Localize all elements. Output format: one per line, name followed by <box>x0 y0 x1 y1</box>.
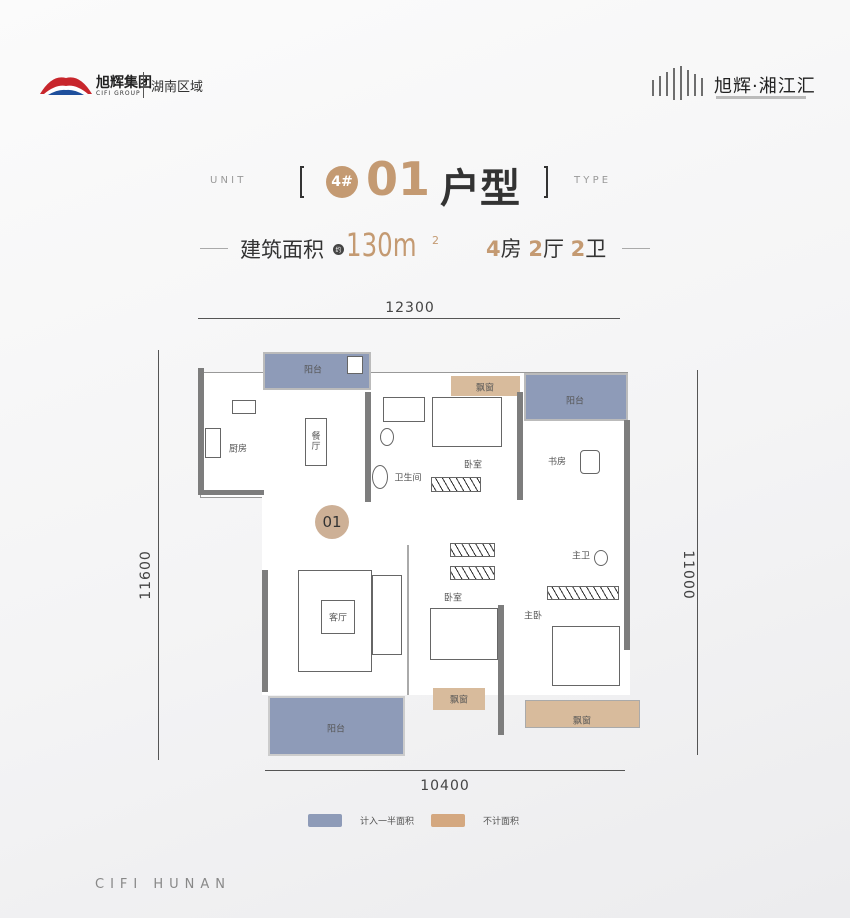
master-basin <box>594 550 608 566</box>
balcony-right-label: 阳台 <box>565 396 585 407</box>
brand-name: 旭辉集团 <box>96 75 152 91</box>
balcony-right <box>524 373 628 421</box>
study-wall <box>517 392 523 500</box>
study-label: 书房 <box>547 457 567 468</box>
dim-bottom: 10400 <box>420 778 470 794</box>
sink <box>232 400 256 414</box>
bath-word: 卫 <box>585 237 607 261</box>
master-bedroom-label: 主卧 <box>523 611 543 622</box>
bath-wall <box>365 392 371 502</box>
approx-text: 约 <box>335 247 342 254</box>
left-rule <box>200 248 228 249</box>
plan-base-right <box>540 480 630 560</box>
dining-label: 餐厅 <box>311 432 321 452</box>
basin <box>372 465 388 489</box>
balcony-top-label: 阳台 <box>303 365 323 376</box>
brand-sub: CIFI GROUP <box>96 90 141 97</box>
building-badge: 4# <box>326 166 358 198</box>
project-tagline <box>716 96 806 99</box>
bay-small-label: 飘窗 <box>449 695 469 706</box>
dim-line-left <box>158 350 159 760</box>
hall-word: 厅 <box>542 237 564 261</box>
dim-line-right <box>697 370 698 755</box>
project-bars-icon <box>652 66 703 100</box>
dim-line-top <box>198 318 620 319</box>
legend-swatch-half <box>308 814 342 827</box>
room-layout: 4房 2厅 2卫 <box>486 233 606 263</box>
bay-top-label: 飘窗 <box>475 383 495 394</box>
bedroom-count: 4 <box>486 237 501 261</box>
approx-badge: 约 <box>333 244 344 255</box>
bed-2 <box>430 608 498 660</box>
kitchen-label: 厨房 <box>228 444 248 455</box>
unit-marker: 01 <box>315 505 349 539</box>
coffee-table <box>321 600 355 634</box>
dim-line-bottom <box>265 770 625 771</box>
wardrobe-1 <box>431 477 481 492</box>
bay-large-label: 飘窗 <box>572 716 592 727</box>
sofa <box>372 575 402 655</box>
bay-window-top <box>451 376 520 396</box>
legend-label-excluded: 不计面积 <box>483 817 520 827</box>
unit-word: U N I T <box>210 175 244 186</box>
bedroom2-label: 卧室 <box>443 593 463 604</box>
left-bracket <box>300 166 304 198</box>
cifi-mountain-icon <box>40 77 92 95</box>
bathroom-label: 卫生间 <box>394 473 422 484</box>
unit-suffix: 户型 <box>440 166 520 212</box>
wardrobe-2a <box>450 543 495 557</box>
dining-table <box>305 418 327 466</box>
master-partition <box>498 605 504 735</box>
cifi-logo: 旭辉集团 CIFI GROUP <box>38 72 152 100</box>
building-number: 4# <box>331 174 353 190</box>
area-label: 建筑面积 <box>240 238 324 262</box>
bedroom2-partition <box>407 545 409 695</box>
living-label: 客厅 <box>328 613 348 624</box>
area-value: 130m <box>346 226 417 264</box>
stove <box>205 428 221 458</box>
bedroom1-label: 卧室 <box>463 460 483 471</box>
right-rule <box>622 248 650 249</box>
bay-window-large <box>525 700 640 728</box>
hall-count: 2 <box>528 237 543 261</box>
bath-count: 2 <box>570 237 586 261</box>
bay-window-small <box>433 688 485 710</box>
area-unit-sup: 2 <box>432 234 439 247</box>
legend-swatch-excluded <box>431 814 465 827</box>
toilet <box>380 428 394 446</box>
wardrobe-2b <box>450 566 495 580</box>
region-label: 湖南区域 <box>151 80 204 95</box>
bed-1 <box>432 397 502 447</box>
east-wall <box>624 420 630 650</box>
bed-master <box>552 626 620 686</box>
balcony-bottom <box>268 696 405 756</box>
unit-marker-text: 01 <box>322 513 342 531</box>
master-bath-label: 主卫 <box>571 551 591 562</box>
footer-text: CIFI HUNAN <box>95 877 231 892</box>
balcony-bottom-label: 阳台 <box>326 724 346 735</box>
unit-code: 01 <box>366 152 431 206</box>
legend-label-half: 计入一半面积 <box>360 817 415 827</box>
washer <box>347 356 363 374</box>
wardrobe-master <box>547 586 619 600</box>
bedroom-word: 房 <box>500 237 522 261</box>
right-bracket <box>544 166 548 198</box>
type-word: T Y P E <box>574 175 609 186</box>
study-chair <box>580 450 600 474</box>
kitchen-wall-bottom <box>198 490 264 495</box>
project-name: 旭辉·湘江汇 <box>714 76 816 97</box>
living-wall <box>262 570 268 692</box>
dim-top: 12300 <box>385 300 435 316</box>
kitchen-wall <box>198 368 204 494</box>
logo-divider <box>143 72 144 98</box>
shower <box>383 397 425 422</box>
